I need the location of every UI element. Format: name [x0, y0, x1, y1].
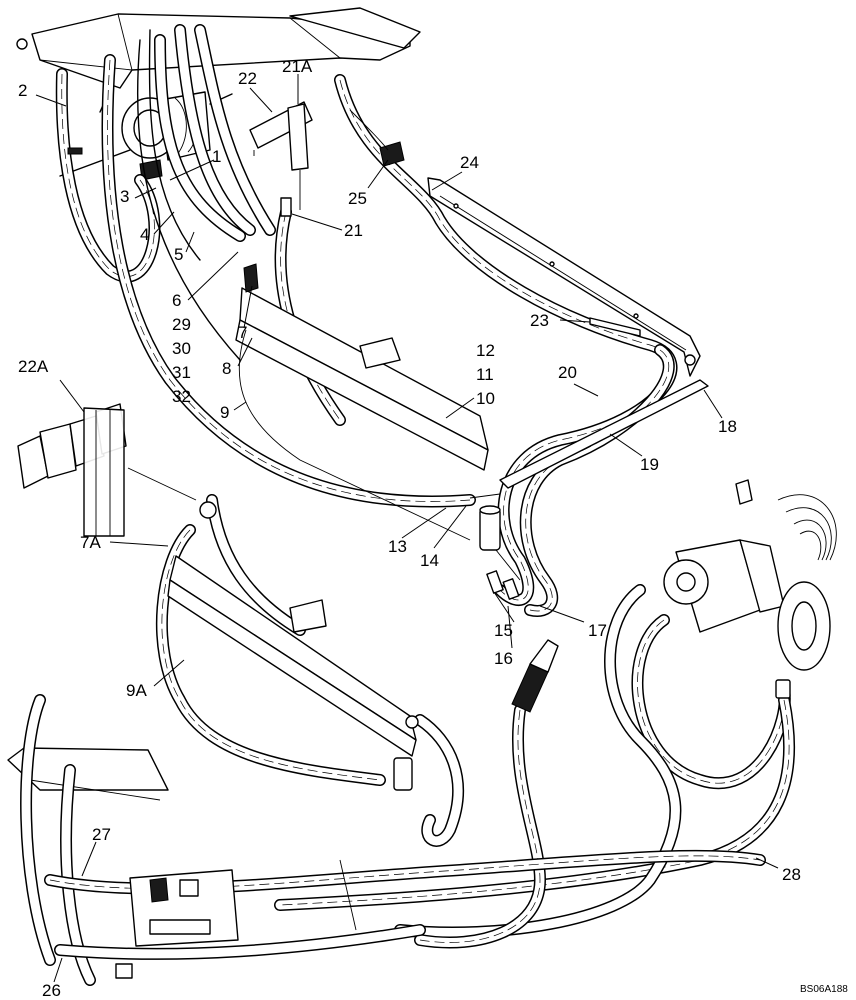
callout-15: 15	[494, 621, 513, 640]
receiver-drier-14	[469, 493, 521, 581]
callout-6: 6	[172, 291, 181, 310]
bracket-24	[427, 177, 701, 377]
hose-19	[519, 344, 675, 617]
leader-lines	[35, 74, 779, 983]
callout-30: 30	[172, 339, 191, 358]
callout-27: 27	[92, 825, 111, 844]
callout-14: 14	[420, 551, 439, 570]
hose-2	[55, 68, 161, 283]
callout-7: 7	[238, 323, 247, 342]
callout-23: 23	[530, 311, 549, 330]
callout-25: 25	[348, 189, 367, 208]
callout-2: 2	[18, 81, 27, 100]
callout-19: 19	[640, 455, 659, 474]
callout-5: 5	[174, 245, 183, 264]
callout-22: 22	[238, 69, 257, 88]
fittings-15-17	[486, 570, 520, 600]
valve-block-26	[115, 859, 357, 979]
callout-22A: 22A	[18, 357, 49, 376]
callout-28: 28	[782, 865, 801, 884]
hose-28	[274, 584, 796, 939]
hose-16-lower	[414, 639, 559, 949]
callout-21A: 21A	[282, 57, 313, 76]
callout-11: 11	[476, 365, 494, 384]
callout-12: 12	[476, 341, 495, 360]
evaporator-housing	[16, 7, 421, 89]
condenser-9A-view	[127, 467, 464, 847]
hose-9-bundle	[101, 24, 476, 508]
callout-1: 1	[212, 147, 221, 166]
callout-20: 20	[558, 363, 577, 382]
callout-13: 13	[388, 537, 407, 556]
clamp-25	[349, 109, 405, 167]
callout-4: 4	[140, 225, 149, 244]
bar-18	[499, 379, 709, 489]
callout-21: 21	[344, 221, 363, 240]
lower-frame	[7, 694, 169, 986]
callout-26: 26	[42, 981, 61, 1000]
callout-10: 10	[476, 389, 495, 408]
callout-17: 17	[588, 621, 607, 640]
callout-7A: 7A	[80, 533, 101, 552]
callout-9A: 9A	[126, 681, 147, 700]
callout-9: 9	[220, 403, 229, 422]
condenser-frame	[235, 263, 489, 541]
callout-24: 24	[460, 153, 479, 172]
callout-8: 8	[222, 359, 231, 378]
callout-31: 31	[172, 363, 191, 382]
callout-16: 16	[494, 649, 513, 668]
detail-22-21A	[249, 101, 313, 210]
callout-labels: 2 1 3 4 5 6 7 8 9 10 11 12 13 14 15 16 1…	[18, 57, 801, 1000]
callout-3: 3	[120, 187, 129, 206]
compressor-right	[663, 479, 837, 671]
reference-code: BS06A188	[800, 984, 848, 995]
callout-18: 18	[718, 417, 737, 436]
callout-32: 32	[172, 387, 191, 406]
fitting-22A-detail	[17, 403, 127, 537]
callout-29: 29	[172, 315, 191, 334]
